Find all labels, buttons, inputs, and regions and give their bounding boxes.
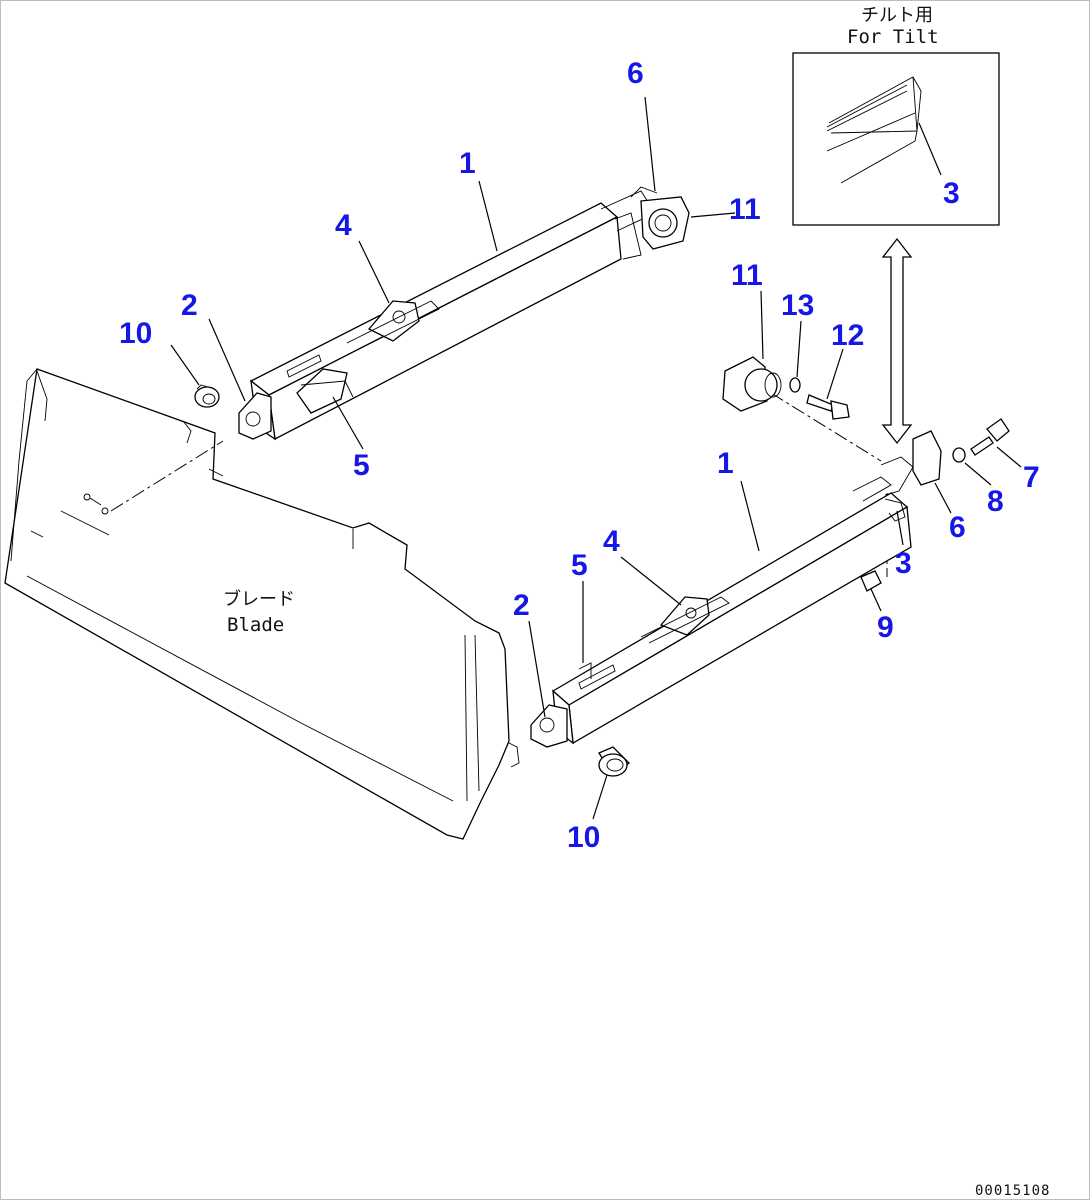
callout-9: 9 [877, 611, 894, 644]
bushing-upper [194, 384, 220, 408]
bolt-7 [970, 418, 1010, 456]
callouts: 1 4 2 10 5 6 11 3 11 13 12 1 7 8 6 3 9 4… [119, 57, 1040, 854]
callout-7: 7 [1023, 461, 1040, 494]
washer-8 [952, 447, 966, 463]
callout-11-lower: 11 [731, 259, 763, 292]
callout-4-upper: 4 [335, 209, 352, 242]
callout-1-upper: 1 [459, 147, 476, 180]
inset-label-en: For Tilt [847, 26, 939, 48]
centerline-right [770, 392, 882, 462]
washer-13 [789, 377, 801, 393]
drawing-code: 00015108 [975, 1183, 1050, 1199]
callout-5-upper: 5 [353, 449, 370, 482]
frame-upper [238, 186, 690, 441]
leader-lines [170, 96, 1022, 820]
callout-3-inset: 3 [943, 177, 960, 210]
callout-11-upper: 11 [729, 193, 761, 226]
callout-6-upper: 6 [627, 57, 644, 90]
callout-1-lower: 1 [717, 447, 734, 480]
double-arrow [881, 237, 913, 445]
callout-10-upper: 10 [119, 317, 152, 350]
bolt-12 [806, 394, 850, 420]
callout-4-lower: 4 [603, 525, 620, 558]
nut-9 [860, 570, 882, 592]
blade-label-en: Blade [227, 614, 284, 636]
callout-8: 8 [987, 485, 1004, 518]
callout-6-lower: 6 [949, 511, 966, 544]
bushing-lower [598, 746, 630, 777]
inset-label-jp: チルト用 [861, 5, 933, 26]
callout-2-upper: 2 [181, 289, 198, 322]
callout-13: 13 [781, 289, 814, 322]
callout-12: 12 [831, 319, 864, 352]
callout-3-lower: 3 [895, 547, 912, 580]
cap-11 [722, 356, 782, 412]
centerline-left [110, 440, 224, 512]
block-6 [912, 430, 942, 486]
inset-for-tilt [792, 52, 1000, 226]
blade [4, 368, 520, 840]
callout-2-lower: 2 [513, 589, 530, 622]
blade-label-jp: ブレード [223, 588, 295, 610]
callout-5-lower: 5 [571, 549, 588, 582]
frame-lower [530, 456, 914, 748]
callout-10-lower: 10 [567, 821, 600, 854]
